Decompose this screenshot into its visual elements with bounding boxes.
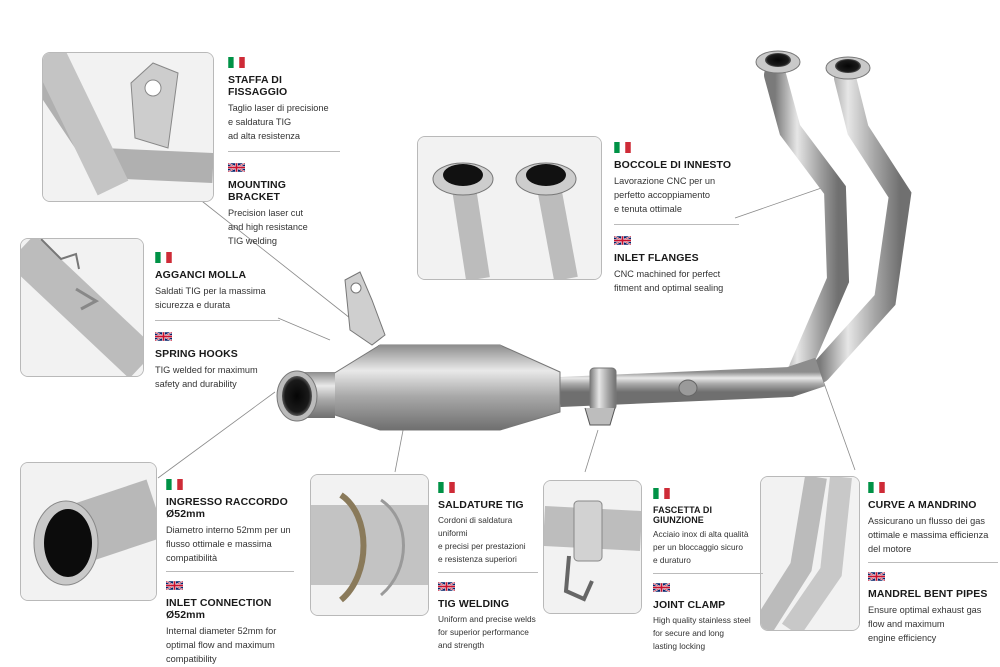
uk-flag-icon bbox=[614, 235, 631, 246]
detail-image-inlet-connection bbox=[20, 462, 157, 601]
detail-image-joint-clamp bbox=[543, 480, 642, 614]
welding-en-desc: Uniform and precise welds for superior p… bbox=[438, 614, 536, 650]
uk-flag-icon bbox=[228, 162, 245, 173]
feature-tig-welding: SALDATURE TIG Cordoni di saldatura unifo… bbox=[438, 482, 538, 652]
clamp-it-desc: Acciaio inox di alta qualità per un bloc… bbox=[653, 529, 749, 565]
mandrel-pipes-closeup bbox=[761, 477, 859, 630]
feature-joint-clamp: FASCETTA DI GIUNZIONE Acciaio inox di al… bbox=[653, 488, 763, 653]
connection-it-title: INGRESSO RACCORDO Ø52mm bbox=[166, 496, 288, 520]
joint-clamp-closeup bbox=[544, 481, 641, 613]
mandrel-it-title: CURVE A MANDRINO bbox=[868, 499, 977, 511]
italian-flag-icon bbox=[438, 482, 455, 493]
divider bbox=[166, 571, 294, 572]
italian-flag-icon bbox=[155, 252, 172, 263]
connection-en-desc: Internal diameter 52mm for optimal flow … bbox=[166, 626, 277, 664]
detail-image-spring-hooks bbox=[20, 238, 144, 377]
feature-spring-hooks: AGGANCI MOLLA Saldati TIG per la massima… bbox=[155, 252, 280, 391]
divider bbox=[868, 562, 998, 563]
leader-clamp bbox=[584, 429, 599, 473]
welding-it-title: SALDATURE TIG bbox=[438, 499, 524, 511]
leader-mandrel bbox=[819, 371, 856, 471]
uk-flag-icon bbox=[166, 580, 183, 591]
italian-flag-icon bbox=[868, 482, 885, 493]
leader-inlet bbox=[734, 184, 831, 219]
inlet-it-title: BOCCOLE DI INNESTO bbox=[614, 159, 732, 171]
clamp-en-desc: High quality stainless steel for secure … bbox=[653, 615, 751, 651]
spring-it-title: AGGANCI MOLLA bbox=[155, 269, 247, 281]
clamp-en-title: JOINT CLAMP bbox=[653, 599, 726, 611]
mounting-it-desc: Taglio laser di precisione e saldatura T… bbox=[228, 103, 329, 141]
welding-en-title: TIG WELDING bbox=[438, 598, 510, 610]
mandrel-en-title: MANDREL BENT PIPES bbox=[868, 588, 988, 600]
italian-flag-icon bbox=[166, 479, 183, 490]
mounting-bracket-closeup bbox=[43, 53, 213, 201]
inlet-connection-closeup bbox=[21, 463, 156, 600]
detail-image-inlet-flanges bbox=[417, 136, 602, 280]
spring-en-title: SPRING HOOKS bbox=[155, 348, 238, 360]
mounting-it-title: STAFFA DI FISSAGGIO bbox=[228, 74, 288, 98]
divider bbox=[228, 151, 340, 152]
italian-flag-icon bbox=[228, 57, 245, 68]
uk-flag-icon bbox=[653, 582, 670, 593]
feature-mandrel-bent-pipes: CURVE A MANDRINO Assicurano un flusso de… bbox=[868, 482, 998, 645]
italian-flag-icon bbox=[653, 488, 670, 499]
spring-it-desc: Saldati TIG per la massima sicurezza e d… bbox=[155, 286, 266, 310]
inlet-flanges-closeup bbox=[418, 137, 601, 279]
feature-mounting-bracket: STAFFA DI FISSAGGIO Taglio laser di prec… bbox=[228, 57, 340, 248]
divider bbox=[438, 572, 538, 573]
spring-hooks-closeup bbox=[21, 239, 143, 376]
italian-flag-icon bbox=[614, 142, 631, 153]
detail-image-tig-welding bbox=[310, 474, 429, 616]
connection-it-desc: Diametro interno 52mm per un flusso otti… bbox=[166, 525, 291, 563]
mandrel-en-desc: Ensure optimal exhaust gas flow and maxi… bbox=[868, 605, 982, 643]
feature-inlet-flanges: BOCCOLE DI INNESTO Lavorazione CNC per u… bbox=[614, 142, 739, 295]
clamp-it-title: FASCETTA DI GIUNZIONE bbox=[653, 505, 713, 525]
uk-flag-icon bbox=[868, 571, 885, 582]
mounting-en-title: MOUNTING BRACKET bbox=[228, 179, 286, 203]
uk-flag-icon bbox=[155, 331, 172, 342]
divider bbox=[614, 224, 739, 225]
inlet-en-desc: CNC machined for perfect fitment and opt… bbox=[614, 269, 724, 293]
connection-en-title: INLET CONNECTION Ø52mm bbox=[166, 597, 272, 621]
inlet-it-desc: Lavorazione CNC per un perfetto accoppia… bbox=[614, 176, 716, 214]
spring-en-desc: TIG welded for maximum safety and durabi… bbox=[155, 365, 258, 389]
divider bbox=[653, 573, 763, 574]
welding-it-desc: Cordoni di saldatura uniformi e precisi … bbox=[438, 515, 526, 564]
detail-image-mounting-bracket bbox=[42, 52, 214, 202]
uk-flag-icon bbox=[438, 581, 455, 592]
leader-connection bbox=[157, 391, 276, 479]
detail-image-mandrel-bent-pipes bbox=[760, 476, 860, 631]
tig-welding-closeup bbox=[311, 475, 428, 615]
divider bbox=[155, 320, 280, 321]
inlet-en-title: INLET FLANGES bbox=[614, 252, 699, 264]
feature-inlet-connection: INGRESSO RACCORDO Ø52mm Diametro interno… bbox=[166, 479, 294, 666]
leader-spring bbox=[277, 317, 331, 341]
header-pipes bbox=[755, 50, 912, 383]
leader-mounting bbox=[197, 197, 356, 323]
mandrel-it-desc: Assicurano un flusso dei gas ottimale e … bbox=[868, 516, 989, 554]
mounting-en-desc: Precision laser cut and high resistance … bbox=[228, 208, 308, 246]
